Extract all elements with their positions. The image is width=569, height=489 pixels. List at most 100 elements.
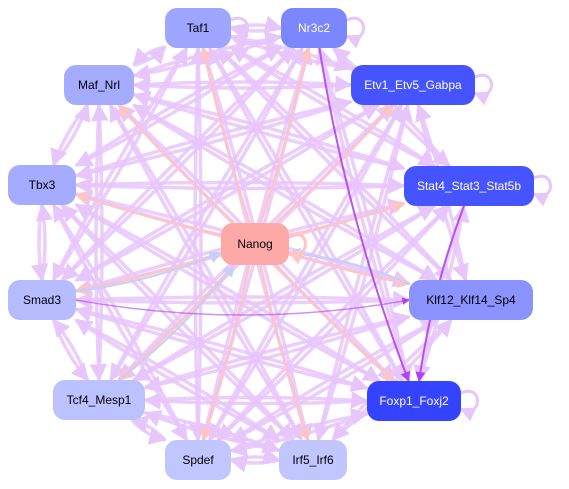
node-box-irf5-irf6[interactable]	[279, 440, 347, 480]
node-box-nanog[interactable]	[221, 223, 289, 265]
edge-smad3-to-klf12-klf14-sp4	[75, 297, 410, 316]
edge-taf1-to-nr3c2	[230, 15, 283, 33]
node-label-tcf4-mesp1: Tcf4_Mesp1	[67, 393, 132, 407]
node-label-maf-nrl: Maf_Nrl	[78, 78, 120, 92]
node-box-tcf4-mesp1[interactable]	[53, 380, 145, 420]
edge-nanog-to-etv1-etv5-gabpa	[275, 104, 395, 224]
edge-smad3-to-nr3c2	[60, 46, 296, 282]
edge-tbx3-to-maf-nrl	[52, 103, 91, 167]
node-spdef[interactable]: Spdef	[165, 440, 231, 480]
node-box-nr3c2[interactable]	[281, 8, 347, 48]
self-loop-nr3c2	[345, 16, 365, 49]
node-label-smad3: Smad3	[23, 293, 61, 307]
edge-nanog-to-foxp1-foxj2	[275, 264, 395, 382]
node-nr3c2[interactable]: Nr3c2	[281, 8, 347, 48]
edge-spdef-to-foxp1-foxj2	[230, 408, 369, 453]
edge-spdef-to-etv1-etv5-gabpa	[207, 103, 403, 441]
edge-klf12-klf14-sp4-to-tcf4-mesp1	[143, 315, 410, 393]
edge-irf5-irf6-to-tbx3	[60, 203, 295, 442]
edge-tbx3-to-foxp1-foxj2	[75, 203, 382, 383]
edge-nr3c2-to-tcf4-mesp1	[109, 47, 304, 382]
node-box-foxp1-foxj2[interactable]	[367, 381, 461, 421]
edge-nanog-to-maf-nrl	[117, 104, 236, 224]
edge-tcf4-mesp1-to-klf12-klf14-sp4	[144, 311, 411, 390]
edge-maf-nrl-to-irf5-irf6	[108, 104, 304, 442]
node-maf-nrl[interactable]: Maf_Nrl	[64, 65, 134, 105]
node-box-taf1[interactable]	[165, 8, 231, 48]
edge-smad3-to-nanog	[75, 251, 223, 293]
node-label-nr3c2: Nr3c2	[298, 21, 330, 35]
edge-spdef-to-klf12-klf14-sp4	[230, 318, 439, 443]
self-loop-stat4-stat3-stat5b	[532, 174, 552, 207]
node-foxp1-foxj2[interactable]: Foxp1_Foxj2	[367, 381, 461, 421]
node-label-irf5-irf6: Irf5_Irf6	[292, 453, 334, 467]
edge-nanog-to-taf1	[199, 46, 251, 224]
node-nanog[interactable]: Nanog	[221, 223, 289, 265]
edge-irf5-irf6-to-smad3	[74, 318, 280, 442]
self-loop-etv1-etv5-gabpa	[473, 73, 493, 106]
edge-foxp1-foxj2-to-nr3c2	[315, 46, 411, 382]
edge-tbx3-to-etv1-etv5-gabpa	[75, 96, 353, 178]
node-box-klf12-klf14-sp4[interactable]	[409, 280, 533, 320]
node-label-stat4-stat3-stat5b: Stat4_Stat3_Stat5b	[417, 179, 521, 193]
edge-tcf4-mesp1-to-stat4-stat3-stat5b	[132, 204, 436, 382]
edge-taf1-to-spdef	[188, 47, 207, 442]
edge-spdef-to-tbx3	[51, 203, 189, 441]
edge-foxp1-foxj2-to-tbx3	[74, 203, 381, 383]
node-label-etv1-etv5-gabpa: Etv1_Etv5_Gabpa	[364, 78, 462, 92]
node-label-spdef: Spdef	[182, 453, 214, 467]
edge-etv1-etv5-gabpa-to-maf-nrl	[132, 77, 352, 95]
node-etv1-etv5-gabpa[interactable]: Etv1_Etv5_Gabpa	[351, 65, 475, 105]
edge-nr3c2-to-foxp1-foxj2	[318, 47, 411, 382]
node-klf12-klf14-sp4[interactable]: Klf12_Klf14_Sp4	[409, 280, 533, 320]
edge-nanog-to-nr3c2	[259, 46, 313, 224]
edge-tcf4-mesp1-to-nr3c2	[109, 46, 304, 381]
edge-smad3-to-taf1	[52, 46, 189, 281]
node-box-maf-nrl[interactable]	[64, 65, 134, 105]
edge-spdef-to-taf1	[189, 46, 208, 441]
node-irf5-irf6[interactable]: Irf5_Irf6	[279, 440, 347, 480]
node-taf1[interactable]: Taf1	[165, 8, 231, 48]
node-label-tbx3: Tbx3	[29, 178, 56, 192]
self-loop-nanog	[287, 232, 307, 265]
edge-nanog-to-stat4-stat3-stat5b	[288, 201, 406, 237]
node-box-stat4-stat3-stat5b[interactable]	[404, 166, 534, 206]
edge-irf5-irf6-to-maf-nrl	[108, 103, 304, 441]
edge-smad3-to-etv1-etv5-gabpa	[75, 103, 381, 282]
edge-nr3c2-to-taf1	[229, 23, 282, 41]
edge-klf12-klf14-sp4-to-taf1	[216, 46, 453, 282]
edge-tcf4-mesp1-to-nanog	[118, 264, 235, 381]
node-tcf4-mesp1[interactable]: Tcf4_Mesp1	[53, 380, 145, 420]
edge-nanog-to-irf5-irf6	[259, 264, 311, 442]
edge-smad3-to-foxp1-foxj2	[75, 307, 369, 392]
node-label-nanog: Nanog	[237, 237, 272, 251]
edge-tcf4-mesp1-to-maf-nrl	[90, 103, 109, 381]
edge-smad3-to-tbx3	[35, 203, 54, 281]
edge-tbx3-to-smad3	[30, 204, 49, 282]
edge-layer	[30, 15, 552, 473]
self-loop-foxp1-foxj2	[459, 389, 479, 422]
node-tbx3[interactable]: Tbx3	[8, 165, 76, 205]
node-smad3[interactable]: Smad3	[8, 280, 76, 320]
node-box-smad3[interactable]	[8, 280, 76, 320]
self-loop-taf1	[229, 16, 249, 49]
edge-tcf4-mesp1-to-smad3	[52, 318, 90, 381]
edge-nr3c2-to-smad3	[60, 46, 296, 282]
node-box-tbx3[interactable]	[8, 165, 76, 205]
edge-spdef-to-tcf4-mesp1	[130, 415, 167, 442]
node-box-spdef[interactable]	[165, 440, 231, 480]
edge-foxp1-foxj2-to-taf1	[208, 46, 404, 382]
edge-taf1-to-klf12-klf14-sp4	[216, 46, 453, 282]
edge-irf5-irf6-to-spdef	[229, 455, 280, 473]
edge-tbx3-to-spdef	[51, 204, 189, 442]
node-box-etv1-etv5-gabpa[interactable]	[351, 65, 475, 105]
edge-nanog-to-spdef	[200, 264, 251, 442]
node-label-taf1: Taf1	[187, 21, 210, 35]
edge-stat4-stat3-stat5b-to-taf1	[229, 45, 436, 168]
edge-nanog-to-tbx3	[74, 192, 222, 236]
edge-irf5-irf6-to-etv1-etv5-gabpa	[316, 103, 413, 441]
node-stat4-stat3-stat5b[interactable]: Stat4_Stat3_Stat5b	[404, 166, 534, 206]
edge-taf1-to-foxp1-foxj2	[208, 47, 404, 383]
